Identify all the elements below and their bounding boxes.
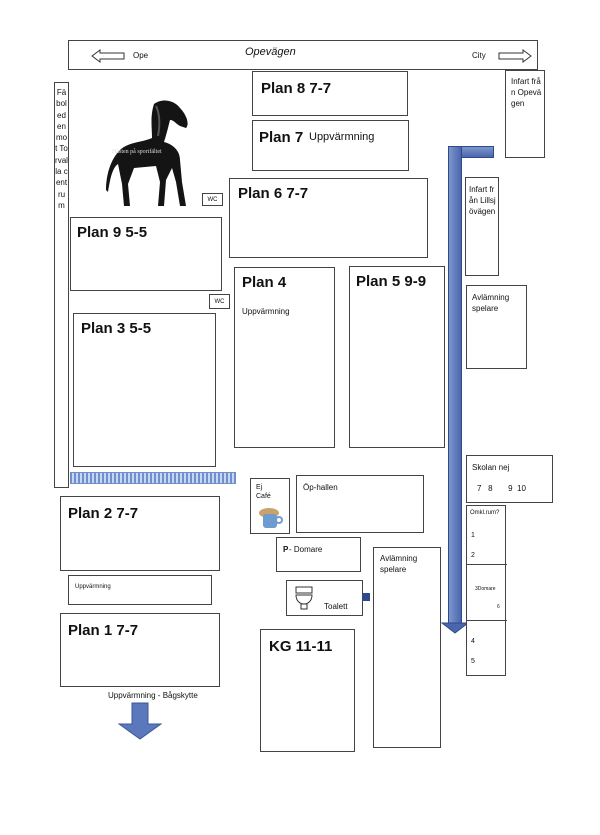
toilet: Toalett xyxy=(286,580,363,616)
school: Skolan nej 7 8 9 10 xyxy=(466,455,553,503)
changing-rooms: Omkl.rum? 1 2 3Domare 6 4 5 xyxy=(466,505,507,676)
plan-9-label: Plan 9 5-5 xyxy=(77,224,148,241)
plan-7-label: Plan 7 xyxy=(259,129,304,146)
road-opevagen: Ope Opevägen City xyxy=(68,40,538,70)
plan-1-label: Plan 1 7-7 xyxy=(68,622,139,639)
horse-statue-icon xyxy=(106,100,188,206)
plan-2-label: Plan 2 7-7 xyxy=(68,505,139,522)
plan-8: Plan 8 7-7 xyxy=(252,71,408,116)
plan-7-sub: Uppvärmning xyxy=(309,131,375,143)
plan-kg: KG 11-11 xyxy=(260,629,355,752)
entry-opevagen: Infart från Opevägen xyxy=(505,70,545,158)
changing-room-1: 1 xyxy=(471,532,475,539)
parking-p: P xyxy=(283,545,289,554)
wc-lower-label: WC xyxy=(214,299,225,305)
fence xyxy=(70,472,236,484)
entry-lillsjovagen: Infart från Lillsjövägen xyxy=(465,177,499,276)
parking-domare-label: - Domare xyxy=(289,545,323,554)
side-road-faboleden: Fäboleden mot Torvalla centrum xyxy=(54,82,69,488)
entry-opevagen-label: Infart från Opevägen xyxy=(511,77,542,108)
cafe: Ej Café xyxy=(250,478,290,534)
plan-1: Plan 1 7-7 xyxy=(60,613,220,687)
toilet-label: Toalett xyxy=(324,602,348,611)
road-right-label: City xyxy=(472,51,486,60)
dropoff-lower-label: Avlämning spelare xyxy=(380,554,418,574)
plan-4-sub: Uppvärmning xyxy=(242,307,290,316)
wc-upper-label: WC xyxy=(207,197,218,203)
dropoff-upper-label: Avlämning spelare xyxy=(472,293,510,313)
plan-9: Plan 9 5-5 xyxy=(70,217,222,291)
changing-room-5: 5 xyxy=(471,658,475,665)
route-arrow-head-icon xyxy=(441,622,469,634)
plan-7: Plan 7 Uppvärmning xyxy=(252,120,409,171)
warmup-area: Uppvärmning xyxy=(68,575,212,605)
plan-2: Plan 2 7-7 xyxy=(60,496,220,571)
toilet-door xyxy=(362,593,370,601)
toilet-icon xyxy=(295,586,313,610)
changing-room-6: 6 xyxy=(497,604,500,610)
changing-room-3: 3Domare xyxy=(475,586,496,592)
parking-domare: P - Domare xyxy=(276,537,361,572)
arrow-left-icon xyxy=(91,49,125,63)
entry-lillsjovagen-label: Infart från Lillsjövägen xyxy=(469,185,496,216)
road-name: Opevägen xyxy=(245,46,296,58)
school-title: Skolan nej xyxy=(472,463,510,472)
op-hallen-label: Öp-hallen xyxy=(303,483,338,492)
plan-8-label: Plan 8 7-7 xyxy=(261,80,332,97)
dropoff-upper: Avlämning spelare xyxy=(466,285,527,369)
road-left-label: Ope xyxy=(133,51,149,60)
dropoff-lower: Avlämning spelare xyxy=(373,547,441,748)
changing-divider-2 xyxy=(467,620,507,621)
cafe-label: Ej Café xyxy=(256,484,271,500)
plan-5: Plan 5 9-9 xyxy=(349,266,445,448)
changing-room-4: 4 xyxy=(471,638,475,645)
op-hallen: Öp-hallen xyxy=(296,475,424,533)
changing-title: Omkl.rum? xyxy=(470,510,500,516)
plan-6: Plan 6 7-7 xyxy=(229,178,428,258)
warmup-label: Uppvärmning xyxy=(75,584,111,590)
archery-label: Uppvärmning - Bågskytte xyxy=(108,691,198,700)
plan-5-label: Plan 5 9-9 xyxy=(356,273,427,290)
plan-3-label: Plan 3 5-5 xyxy=(81,320,152,337)
arrow-down-icon xyxy=(118,702,162,740)
plan-4-label: Plan 4 xyxy=(242,274,287,291)
wc-lower: WC xyxy=(209,294,230,309)
statue-caption: Hästen på sportfältet xyxy=(112,149,162,155)
arrow-right-icon xyxy=(498,49,532,63)
changing-divider-1 xyxy=(467,564,507,565)
school-rooms: 7 8 9 10 xyxy=(477,484,526,493)
plan-4: Plan 4 Uppvärmning xyxy=(234,267,335,448)
wc-upper: WC xyxy=(202,193,223,206)
route-arrow-shaft xyxy=(448,146,462,626)
plan-kg-label: KG 11-11 xyxy=(269,638,333,655)
plan-3: Plan 3 5-5 xyxy=(73,313,216,467)
plan-6-label: Plan 6 7-7 xyxy=(238,185,309,202)
changing-room-2: 2 xyxy=(471,552,475,559)
coffee-cup-icon xyxy=(259,508,283,528)
